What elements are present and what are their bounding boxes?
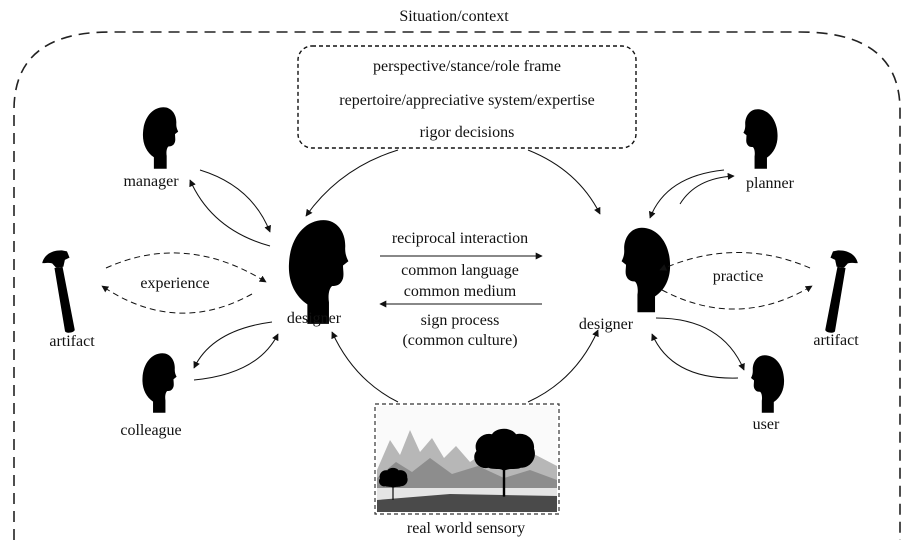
frame-line-repertoire: repertoire/appreciative system/expertise <box>339 92 595 109</box>
common-culture-label: (common culture) <box>402 332 518 349</box>
frame-line-rigor: rigor decisions <box>419 124 515 141</box>
arrow-user-to-designer <box>651 333 739 379</box>
manager-label: manager <box>123 173 179 190</box>
arrow-planner-to-designer <box>648 169 725 219</box>
artifact-right-hammer-icon <box>820 249 860 336</box>
manager-head <box>142 107 179 169</box>
designer-left-label: designer <box>286 310 342 327</box>
common-medium-label: common medium <box>403 283 517 300</box>
context-frame <box>13 31 901 540</box>
common-language-label: common language <box>401 262 519 279</box>
arrow-designer-to-colleague <box>193 321 273 369</box>
designer-left-head <box>288 220 349 324</box>
practice-label: practice <box>712 268 764 285</box>
arrow-sensory-to-left-designer <box>331 331 399 403</box>
planner-head <box>743 109 778 169</box>
designer-right-head <box>621 227 671 313</box>
artifact-left-label: artifact <box>49 333 95 350</box>
colleague-label: colleague <box>120 422 182 439</box>
frame-box <box>297 45 637 149</box>
arrow-experience-to-designer <box>105 252 267 283</box>
real-world-sensory-label: real world sensory <box>406 520 526 537</box>
arrow-designer-to-planner <box>679 172 735 205</box>
arrow-frame-to-left-designer <box>305 149 399 217</box>
arrow-practice-to-artifact <box>661 285 813 310</box>
arrow-manager-to-designer <box>199 169 271 233</box>
arrow-colleague-to-designer <box>193 333 279 381</box>
user-head <box>751 355 785 413</box>
arrow-designer-to-manager <box>189 179 271 247</box>
arrow-sensory-to-right-designer <box>527 329 599 403</box>
reciprocal-interaction-label: reciprocal interaction <box>391 230 529 247</box>
user-label: user <box>752 416 780 433</box>
arrow-practice-to-designer <box>659 252 811 271</box>
planner-label: planner <box>746 175 794 192</box>
experience-label: experience <box>140 275 210 292</box>
colleague-head <box>142 353 177 413</box>
real-world-image <box>374 403 560 515</box>
arrow-designer-to-user <box>655 317 745 371</box>
arrow-frame-to-right-designer <box>527 149 601 215</box>
designer-right-label: designer <box>578 316 634 333</box>
sign-process-label: sign process <box>420 312 500 329</box>
context-title: Situation/context <box>399 8 509 25</box>
artifact-left-hammer-icon <box>40 249 80 336</box>
artifact-right-label: artifact <box>813 332 859 349</box>
frame-line-perspective: perspective/stance/role frame <box>373 58 561 75</box>
